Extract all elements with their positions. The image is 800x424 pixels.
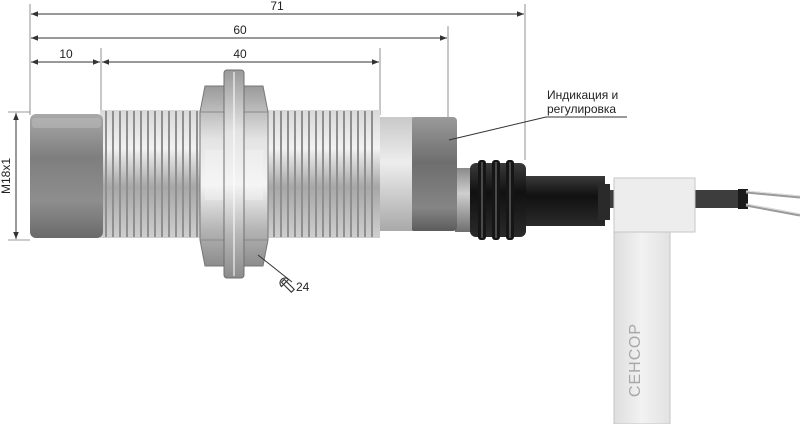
dim-face-length: 10 <box>59 47 73 61</box>
cable-gland <box>455 160 526 240</box>
lock-washer <box>223 69 245 279</box>
wrench-icon <box>279 277 295 293</box>
dim-body-length: 60 <box>233 23 247 37</box>
rubber-boot <box>470 160 526 240</box>
label-tag: СЕНСОР <box>613 177 696 424</box>
cable <box>525 176 610 226</box>
callout-line-2: регулировка <box>547 102 616 116</box>
dim-thread-length: 40 <box>233 47 247 61</box>
extension-lines <box>8 4 526 241</box>
callout-line-1: Индикация и <box>547 88 618 102</box>
dimension-lines <box>13 11 524 239</box>
indication-callout: Индикация и регулировка <box>448 88 627 141</box>
dim-thread-size: M18x1 <box>0 158 13 194</box>
rear-cap <box>410 117 457 231</box>
body-sleeve <box>378 117 412 231</box>
dim-overall-length: 71 <box>270 0 284 13</box>
sensing-face <box>30 114 103 238</box>
wrench-size: 24 <box>296 280 310 294</box>
label-brand: СЕНСОР <box>627 323 644 397</box>
wrench-callout: 24 <box>257 254 310 294</box>
